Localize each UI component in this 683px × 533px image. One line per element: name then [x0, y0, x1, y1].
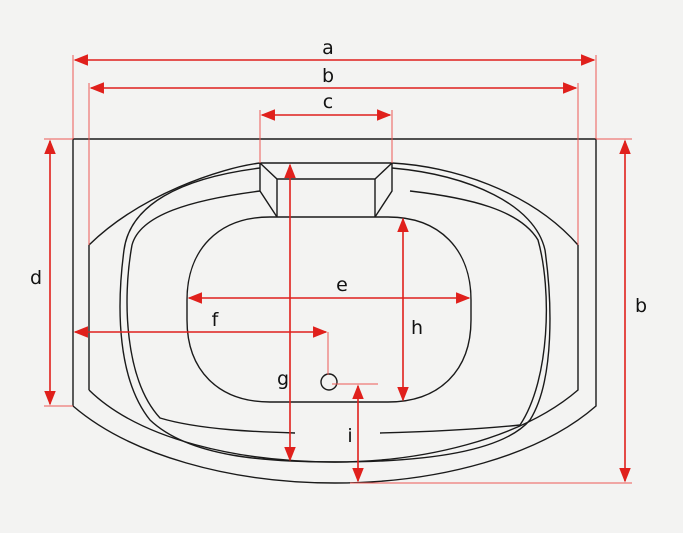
- inner-rim-right: [379, 190, 548, 434]
- label-d: d: [30, 267, 42, 289]
- rim-band: [88, 162, 579, 463]
- label-b-top: b: [322, 65, 334, 87]
- inner-shell: [119, 167, 551, 463]
- label-a: a: [322, 37, 334, 59]
- label-i: i: [347, 425, 352, 447]
- label-f: f: [212, 309, 220, 331]
- dimension-lines: [44, 54, 631, 483]
- outer-frame: [72, 138, 597, 484]
- extension-lines: [44, 55, 632, 484]
- label-c: c: [323, 91, 333, 113]
- tub-outline: [72, 138, 597, 484]
- label-h: h: [411, 317, 423, 339]
- label-b-right: b: [635, 295, 647, 317]
- label-g: g: [277, 368, 289, 390]
- basin: [186, 216, 472, 403]
- headrest: [259, 162, 393, 218]
- drain-icon: [320, 373, 338, 391]
- label-e: e: [336, 274, 348, 296]
- dimension-labels: a b c d b e f g h i: [30, 37, 647, 447]
